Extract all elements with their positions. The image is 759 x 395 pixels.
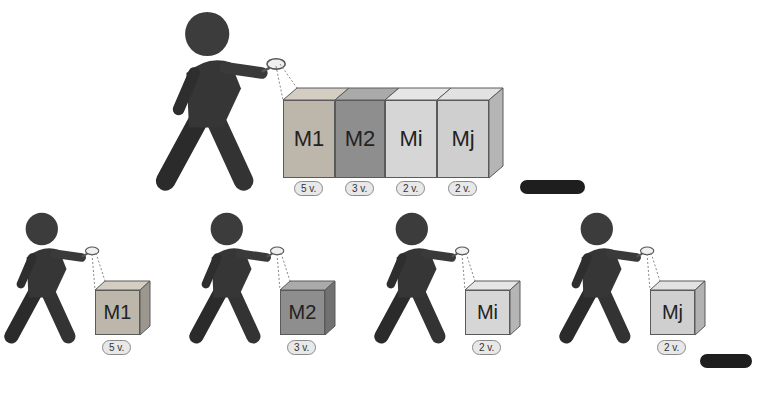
redacted-tag <box>700 354 752 368</box>
value-label: 2 v. <box>479 341 494 354</box>
sight-lines <box>92 253 660 290</box>
cube-label: Mi <box>399 126 422 152</box>
value-label: 2 v. <box>403 182 418 195</box>
value-tag: 2 v. <box>396 181 425 196</box>
cube-label: M1 <box>104 301 132 324</box>
cube-box: M1 <box>283 100 335 178</box>
cube-box: Mj <box>650 290 695 335</box>
cube-label: Mj <box>451 126 474 152</box>
value-tag: 2 v. <box>472 340 501 355</box>
value-label: 3 v. <box>352 182 367 195</box>
cube-label: Mi <box>477 301 498 324</box>
value-label: 2 v. <box>664 341 679 354</box>
cube-box: Mj <box>437 100 489 178</box>
cube-faces <box>95 281 705 335</box>
cube-box: Mi <box>385 100 437 178</box>
value-tag: 5 v. <box>102 340 131 355</box>
value-tag: 3 v. <box>287 340 316 355</box>
cube-faces <box>283 88 503 178</box>
value-label: 2 v. <box>455 182 470 195</box>
cube-box: M2 <box>335 100 385 178</box>
person-figure <box>166 12 286 181</box>
person-figure <box>566 213 653 337</box>
value-tag: 3 v. <box>345 181 374 196</box>
cube-box: M1 <box>95 290 140 335</box>
value-tag: 5 v. <box>294 181 323 196</box>
value-tag: 2 v. <box>448 181 477 196</box>
cube-box: M2 <box>280 290 325 335</box>
cube-box: Mi <box>465 290 510 335</box>
cube-label: M2 <box>289 301 317 324</box>
value-label: 5 v. <box>301 182 316 195</box>
value-label: 5 v. <box>109 341 124 354</box>
redacted-tag <box>520 180 585 194</box>
person-figure <box>381 213 468 337</box>
person-figure <box>11 213 98 337</box>
person-figure <box>196 213 283 337</box>
cube-label: M2 <box>345 126 376 152</box>
cube-label: Mj <box>662 301 683 324</box>
value-tag: 2 v. <box>657 340 686 355</box>
cube-label: M1 <box>294 126 325 152</box>
value-label: 3 v. <box>294 341 309 354</box>
